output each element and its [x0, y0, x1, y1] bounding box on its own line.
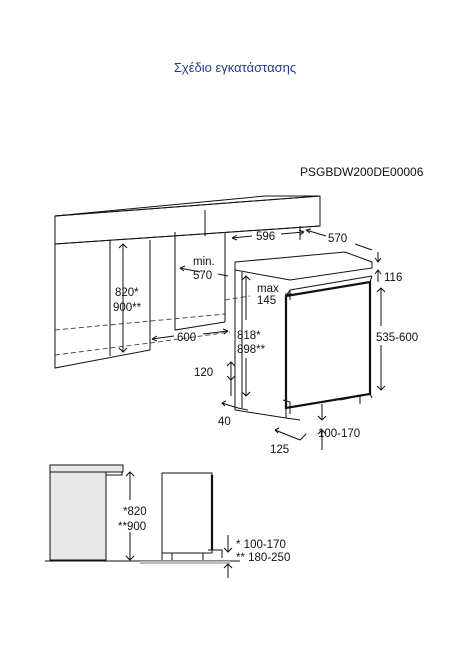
dishwasher-body	[234, 251, 373, 421]
dim-depth-570: 570	[305, 228, 373, 251]
side-plinth-a: * 100-170	[236, 539, 286, 551]
dim-max-145: max 145	[257, 283, 292, 307]
dim-plinth-range: 100-170	[317, 404, 360, 450]
side-dim-820: *820	[123, 506, 147, 518]
dim-535-600: 535-600	[376, 332, 418, 344]
dim-min-depth: min. 570	[179, 256, 229, 282]
dim-door-range: 535-600	[376, 287, 418, 391]
dim-125: 125	[270, 444, 289, 456]
dim-side-40: 40	[218, 400, 249, 428]
model-code: PSGBDW200DE00006	[300, 165, 424, 179]
dim-120: 120	[194, 367, 213, 379]
dim-max-value: 145	[257, 295, 276, 307]
dim-40: 40	[218, 416, 231, 428]
dim-depth-600: 600	[151, 328, 229, 344]
dim-plinth-120: 120	[194, 361, 236, 396]
dim-570: 570	[328, 233, 347, 245]
dim-min-label: min.	[193, 256, 215, 268]
dim-116: 116	[384, 272, 402, 284]
dim-top-116: 116	[374, 252, 402, 284]
dim-820: 820*	[115, 287, 139, 299]
dim-appliance-height: 818* 898**	[237, 275, 266, 397]
side-plinth-b: ** 180-250	[236, 552, 290, 564]
dim-100-170: 100-170	[318, 428, 360, 440]
cabinet-niche	[54, 195, 321, 369]
dim-min-value: 570	[193, 270, 212, 282]
side-dim-900: **900	[118, 521, 146, 533]
dim-niche-height: 820* 900**	[113, 243, 142, 353]
dim-818: 818*	[237, 330, 261, 342]
dim-width-596: 596	[231, 229, 305, 243]
dim-foot-125: 125	[270, 427, 307, 456]
page-title: Σχέδιο εγκατάστασης	[173, 60, 297, 75]
dim-900: 900**	[113, 302, 142, 314]
dim-596: 596	[256, 231, 275, 243]
dim-898: 898**	[237, 344, 266, 356]
side-view: *820 **900 * 100-170 ** 180-250	[45, 464, 290, 578]
dim-600: 600	[177, 332, 196, 344]
dim-max-label: max	[257, 283, 279, 295]
